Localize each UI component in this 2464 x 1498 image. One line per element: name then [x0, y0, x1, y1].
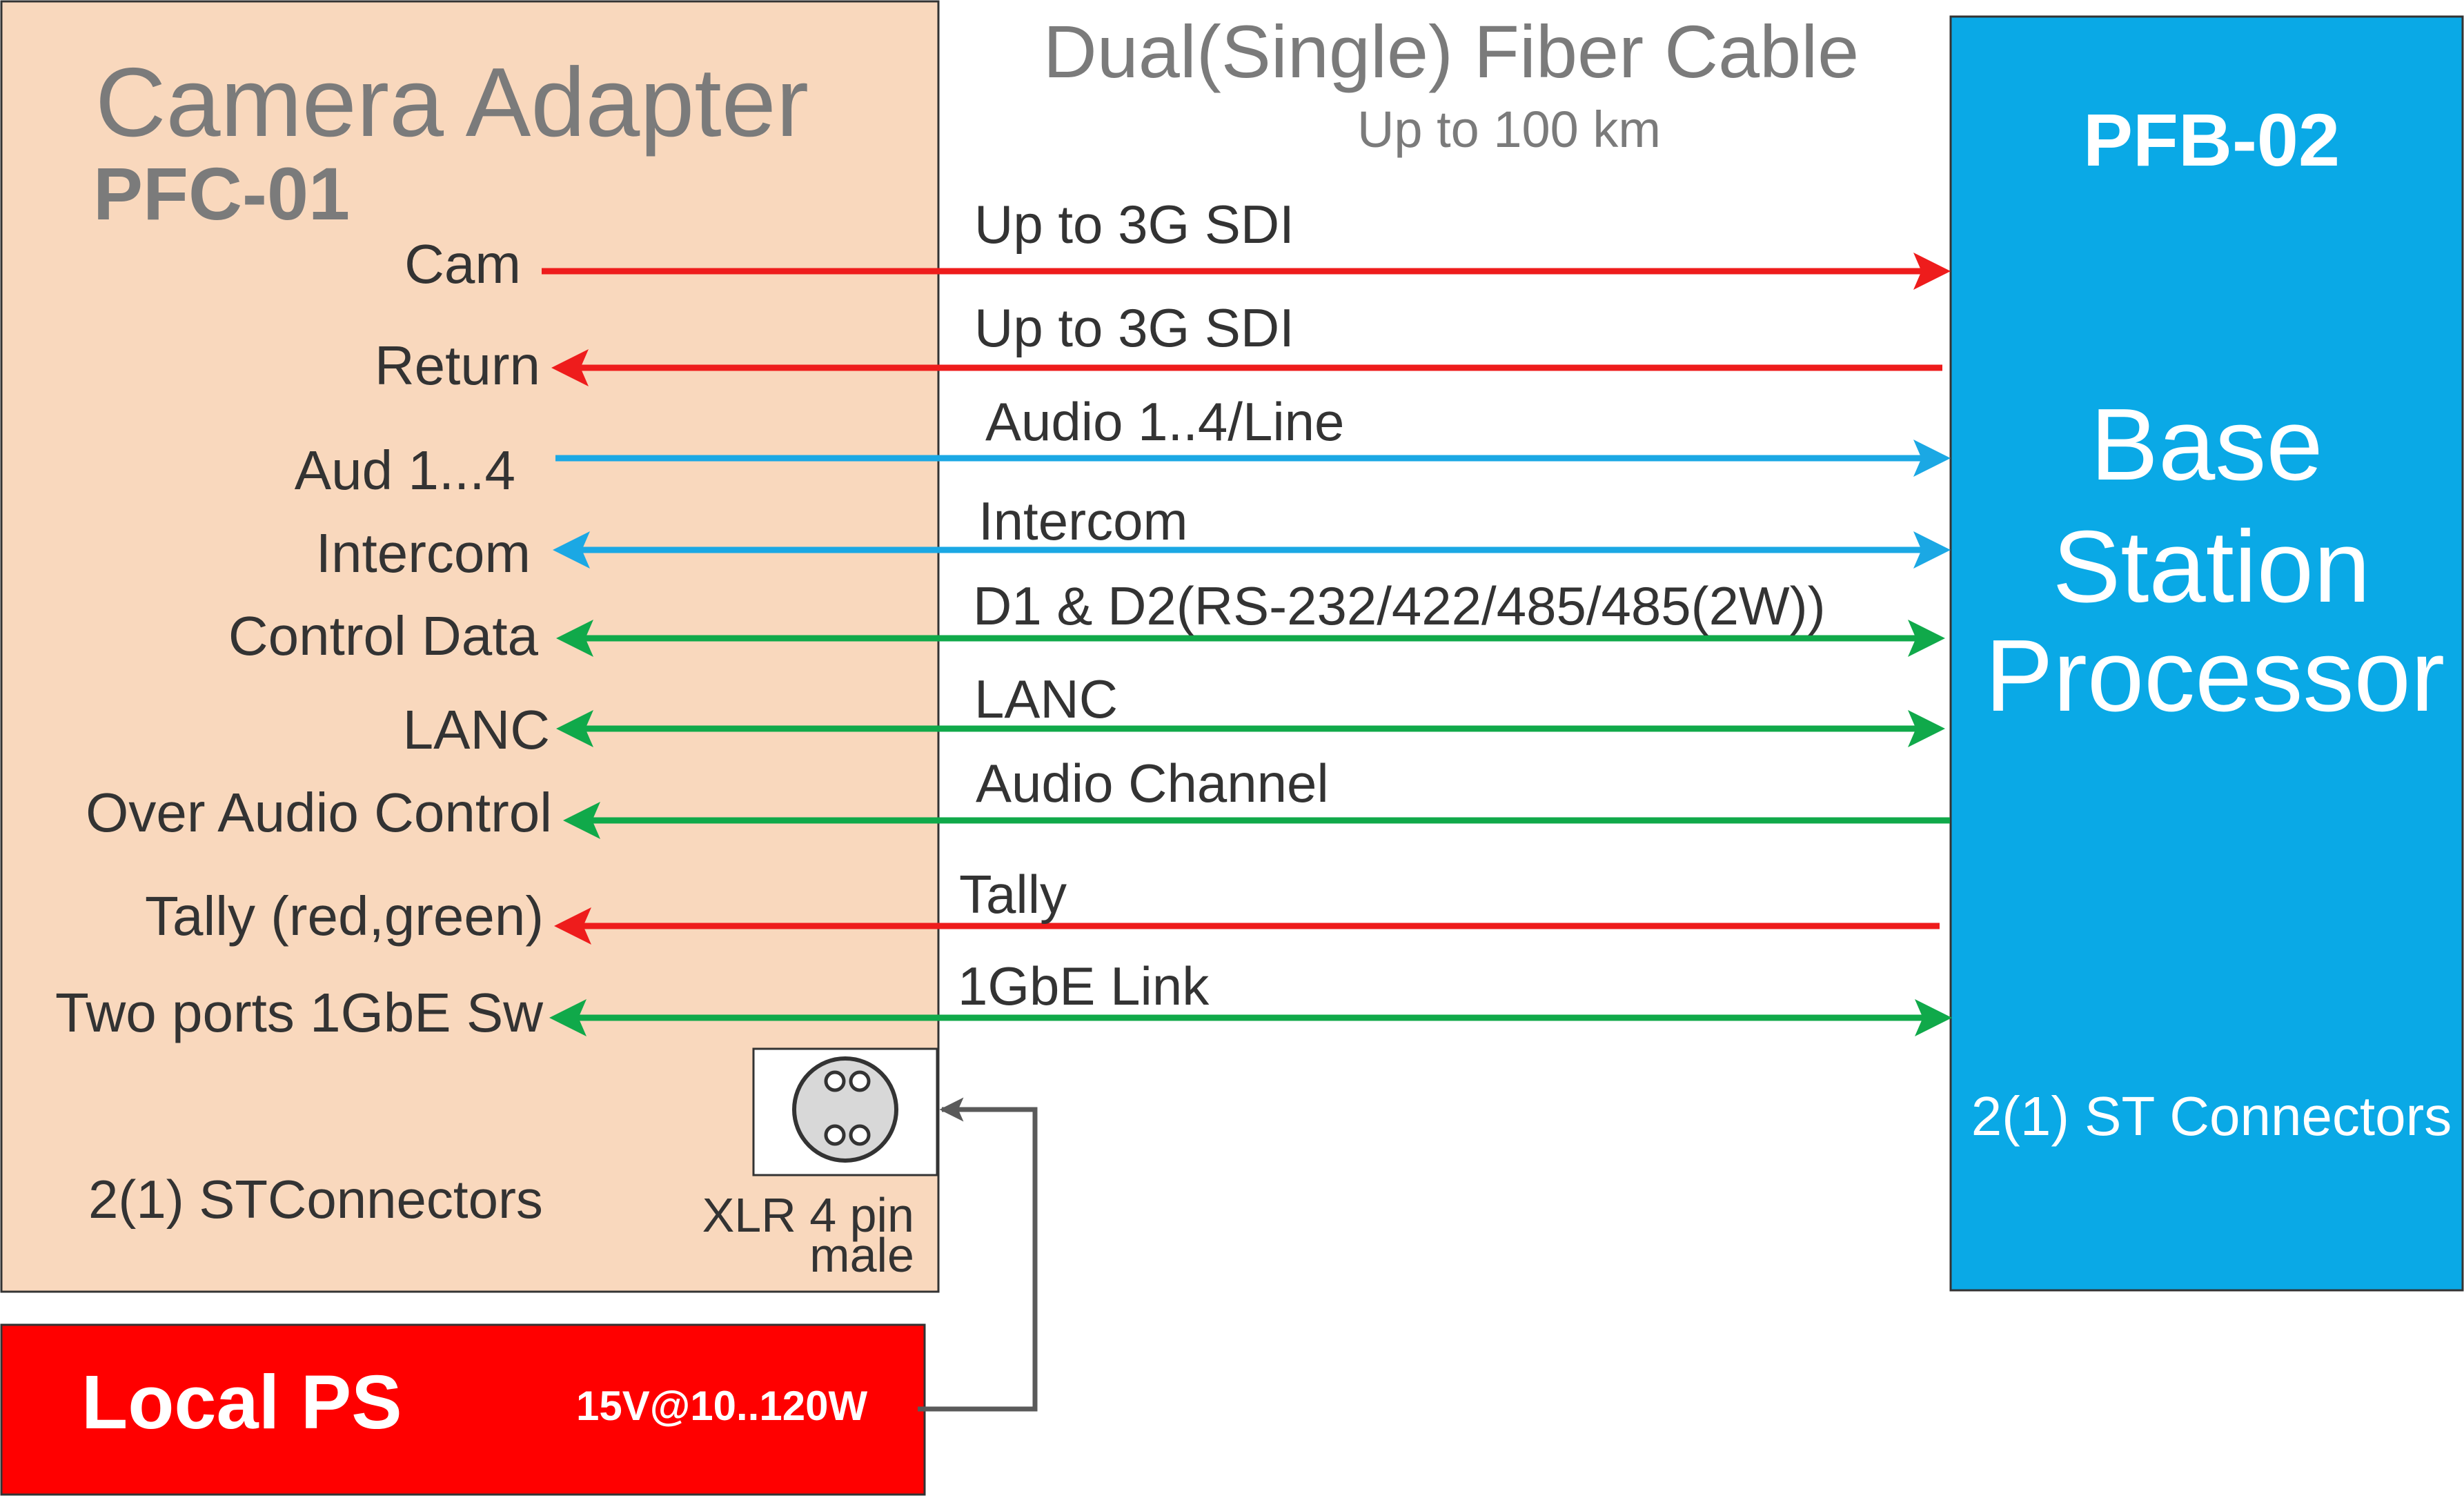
port-gbe-switch: Two ports 1GbE Sw — [55, 982, 543, 1043]
link-labels: Up to 3G SDI Up to 3G SDI Audio 1..4/Lin… — [958, 194, 1826, 1016]
port-over-audio-control: Over Audio Control — [86, 782, 552, 843]
cable-subtitle: Up to 100 km — [1357, 101, 1661, 158]
link-label-lanc: LANC — [974, 669, 1118, 729]
camera-adapter-box: Camera Adapter PFC-01 Cam Return Aud 1..… — [0, 0, 940, 1293]
base-station-name-line1: Base — [2090, 388, 2323, 502]
xlr-label-line1: XLR 4 pin — [702, 1188, 914, 1242]
port-return: Return — [375, 335, 540, 396]
base-station-model: PFB-02 — [2083, 98, 2340, 181]
link-label-audio: Audio 1..4/Line — [985, 391, 1344, 452]
xlr-connector — [752, 1047, 938, 1176]
base-station-name-line3: Processor — [1985, 619, 2445, 733]
port-tally: Tally (red,green) — [145, 885, 544, 947]
base-station-name-line2: Station — [2053, 510, 2371, 624]
cable-title: Dual(Single) Fiber Cable — [1043, 10, 1860, 93]
power-feed-arrow — [918, 1097, 1038, 1412]
link-label-audio-channel: Audio Channel — [976, 753, 1329, 814]
xlr-label-line2: male — [809, 1228, 914, 1282]
camera-adapter-connectors: 2(1) STConnectors — [88, 1169, 543, 1230]
local-ps-box: Local PS 15V@10..120W — [0, 1323, 926, 1496]
port-cam: Cam — [404, 233, 521, 295]
base-station-box: PFB-02 Base Station Processor 2(1) ST Co… — [1949, 15, 2464, 1292]
local-ps-title: Local PS — [81, 1360, 402, 1445]
link-label-video-out: Up to 3G SDI — [974, 194, 1294, 255]
link-label-gbe: 1GbE Link — [958, 956, 1210, 1016]
port-control-data: Control Data — [228, 605, 539, 667]
port-audio: Aud 1...4 — [295, 440, 515, 501]
link-label-video-return: Up to 3G SDI — [974, 297, 1294, 358]
xlr-4pin-icon — [792, 1056, 898, 1163]
link-label-control-data: D1 & D2(RS-232/422/485/485(2W)) — [973, 575, 1826, 636]
camera-adapter-title: Camera Adapter — [95, 48, 809, 157]
port-intercom: Intercom — [316, 522, 531, 584]
port-lanc: LANC — [403, 699, 550, 760]
link-lines — [542, 253, 1952, 1036]
camera-adapter-model: PFC-01 — [93, 152, 350, 235]
link-label-tally: Tally — [959, 864, 1067, 925]
local-ps-spec: 15V@10..120W — [576, 1383, 867, 1429]
link-label-intercom: Intercom — [978, 491, 1187, 551]
base-station-connectors: 2(1) ST Connectors — [1971, 1085, 2452, 1147]
